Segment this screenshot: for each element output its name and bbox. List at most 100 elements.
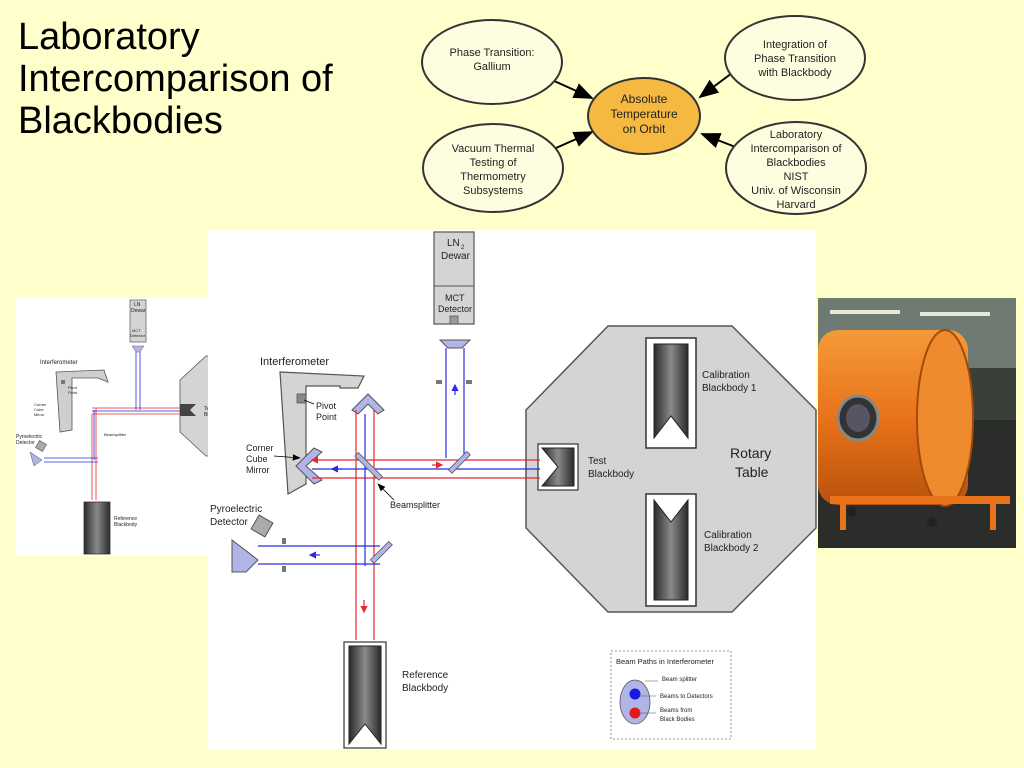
node-top-right-line-1: Integration of (763, 39, 828, 51)
legend-black-bodies: Black Bodies (660, 717, 695, 723)
point-label: Point (316, 412, 337, 422)
small-reference-bb-label: Blackbody (114, 522, 138, 528)
pyro-label: Pyroelectric (210, 504, 262, 515)
node-center-line-2: Temperature (610, 107, 678, 121)
fold-mirror-mct (447, 450, 471, 474)
node-bottom-left: Vacuum Thermal Testing of Thermometry Su… (422, 123, 564, 213)
node-top-right: Integration of Phase Transition with Bla… (724, 15, 866, 101)
legend-beams-to-detectors: Beams to Detectors (660, 694, 713, 700)
node-bottom-right-line-4: NIST (783, 171, 808, 183)
node-bottom-right-line-6: Harvard (776, 199, 815, 211)
small-reference-label: Reference (114, 516, 137, 522)
node-bottom-left-line-3: Thermometry (460, 171, 526, 183)
pyro-mirror (231, 538, 259, 573)
node-center: Absolute Temperature on Orbit (587, 77, 701, 155)
node-top-right-line-2: Phase Transition (754, 53, 836, 65)
roof-mirror (351, 393, 385, 415)
small-diagram: LN Dewar MCT Detector Interferometer Piv… (16, 298, 217, 556)
cal-bb1-label-2: Blackbody 1 (702, 383, 757, 394)
node-top-right-line-3: with Blackbody (757, 67, 832, 79)
small-cube-label: Cube (34, 407, 44, 412)
interferometer-label: Interferometer (260, 356, 329, 368)
title-line-2: Intercomparison of (18, 58, 333, 100)
node-top-left: Phase Transition: Gallium (421, 19, 563, 105)
ln-label: LN (447, 238, 460, 249)
main-diagram: Rotary Table Calibration Blackbody 1 Cal… (208, 230, 817, 750)
mct-label: MCT (445, 293, 465, 303)
node-bottom-left-line-4: Subsystems (463, 185, 523, 197)
cal-bb2-label-2: Blackbody 2 (704, 543, 759, 554)
small-beamsplitter-label: Beamsplitter (104, 432, 127, 437)
small-pyro-detector-label: Detector (16, 440, 35, 446)
node-bottom-right-line-3: Blackbodies (766, 157, 826, 169)
ln-subscript: 2 (461, 245, 465, 251)
calibration-blackbody-2 (645, 493, 697, 607)
legend-beams-from: Beams from (660, 708, 692, 714)
small-point-label: Point (68, 390, 78, 395)
small-pivot-label: Pivot (68, 385, 78, 390)
ln2-dewar (433, 231, 475, 325)
calibration-blackbody-1 (645, 337, 697, 449)
node-top-left-line-1: Phase Transition: (450, 47, 535, 59)
small-detector-label: Detector (130, 333, 146, 338)
concept-map: Phase Transition: Gallium Integration of… (421, 15, 867, 215)
small-mct-label: MCT (132, 328, 141, 333)
test-blackbody (537, 443, 579, 491)
reference-blackbody (343, 641, 387, 749)
red-beams (310, 410, 540, 640)
small-pyro-label: Pyroelectric (16, 434, 43, 440)
test-bb-label-1: Test (588, 456, 607, 467)
rotary-label-1: Rotary (730, 445, 771, 461)
node-top-left-line-2: Gallium (473, 61, 510, 73)
beamsplitter (354, 451, 384, 481)
small-test-bb-label: Bl (204, 412, 208, 418)
arrow-bottom-left (555, 131, 594, 149)
mct-detector-label: Detector (438, 304, 472, 314)
arrow-top-left (551, 79, 594, 99)
cal-bb2-label-1: Calibration (704, 530, 752, 541)
small-mirror-label: Mirror (34, 412, 45, 417)
node-bottom-left-line-1: Vacuum Thermal (452, 143, 535, 155)
small-interferometer-label: Interferometer (40, 360, 78, 366)
legend-beam-splitter: Beam splitter (662, 677, 697, 683)
title-line-1: Laboratory (18, 16, 200, 58)
vacuum-chamber-photo (818, 298, 1016, 548)
reference-bb-label: Blackbody (402, 683, 448, 694)
small-test-label: Te (204, 406, 210, 412)
small-corner-label: Corner (34, 402, 47, 407)
node-center-line-1: Absolute (621, 92, 668, 106)
legend-red-dot (629, 707, 641, 719)
legend-blue-dot (629, 688, 641, 700)
rotary-label-2: Table (735, 464, 769, 480)
cube-label: Cube (246, 454, 268, 464)
blue-beams (258, 348, 540, 566)
reference-label: Reference (402, 670, 449, 681)
corner-label: Corner (246, 443, 274, 453)
small-ln2-label: LN (134, 302, 141, 308)
pivot-label: Pivot (316, 401, 337, 411)
mct-lens (438, 339, 472, 349)
legend-title: Beam Paths in Interferometer (616, 657, 714, 666)
mirror-label: Mirror (246, 465, 270, 475)
node-bottom-right-line-1: Laboratory (770, 129, 823, 141)
slide-title: Laboratory Intercomparison of Blackbodie… (18, 16, 398, 142)
test-bb-label-2: Blackbody (588, 469, 634, 480)
dewar-label: Dewar (441, 251, 471, 262)
node-bottom-right-line-2: Intercomparison of (750, 143, 842, 155)
pivot-point-marker (296, 393, 307, 404)
node-center-line-3: on Orbit (623, 122, 666, 136)
node-bottom-left-line-2: Testing of (469, 157, 517, 169)
node-bottom-right: Laboratory Intercomparison of Blackbodie… (725, 121, 867, 215)
cal-bb1-label-1: Calibration (702, 370, 750, 381)
pyroelectric-detector (250, 514, 274, 538)
rotary-table (525, 325, 817, 613)
node-bottom-right-line-5: Univ. of Wisconsin (751, 185, 841, 197)
pyro-detector-label: Detector (210, 517, 248, 528)
title-line-3: Blackbodies (18, 100, 223, 142)
small-dewar-label: Dewar (131, 308, 146, 314)
fold-mirror-pyro (369, 540, 393, 564)
arrow-bottom-right (700, 133, 739, 149)
beamsplitter-label: Beamsplitter (390, 500, 440, 510)
beam-legend: Beam Paths in Interferometer Beam splitt… (610, 650, 732, 740)
